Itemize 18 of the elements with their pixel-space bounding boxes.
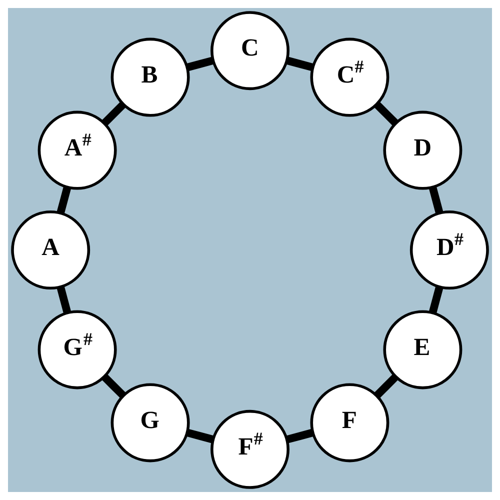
node-circle: C$^{#}$ [310,38,390,117]
connector [101,374,126,398]
connector [186,428,214,444]
node-circle: D$^{#}$ [410,210,489,290]
node-circle: C [210,11,290,90]
connector [374,102,399,126]
node-circle: A$^{#}$ [38,110,117,190]
connector [56,186,72,214]
node-circle: A [11,210,90,290]
node-circle: B [110,38,190,117]
connector [428,286,444,314]
node-circle: F$^{#}$ [210,410,290,489]
node-circle: E [383,310,462,390]
connector [286,56,314,72]
node-circle: D [383,110,462,190]
node-circle: G [110,383,190,462]
node-circle: G$^{#}$ [38,310,117,390]
node-circle: F [310,383,390,462]
